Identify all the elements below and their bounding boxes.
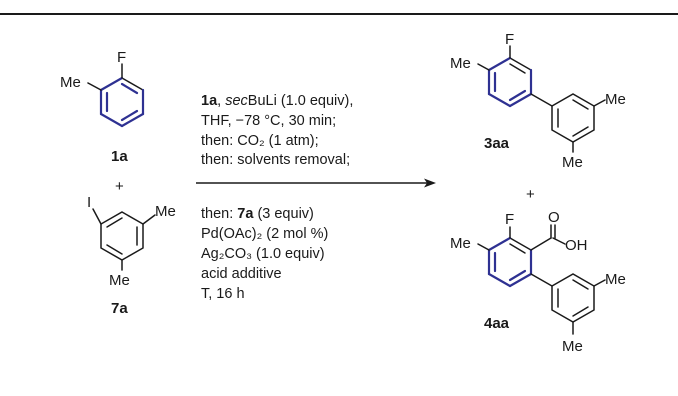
reaction-conditions: 1a, secBuLi (1.0 equiv), THF, −78 °C, 30… — [201, 93, 353, 302]
compound-3aa: F Me Me Me 3aa — [450, 31, 626, 171]
condition-line-4: then: solvents removal; — [201, 152, 350, 168]
iodo-label: I — [87, 194, 91, 211]
methyl-label: Me — [605, 271, 626, 288]
compound-label-3aa: 3aa — [484, 135, 510, 152]
methyl-label: Me — [562, 338, 583, 355]
methyl-label: Me — [60, 74, 81, 91]
plus-sign: + — [115, 178, 124, 195]
compound-4aa: F O OH Me Me Me 4aa — [450, 209, 626, 355]
compound-label-7a: 7a — [111, 300, 128, 317]
condition-line-8: acid additive — [201, 266, 282, 282]
methyl-label: Me — [450, 235, 471, 252]
condition-line-9: T, 16 h — [201, 286, 245, 302]
compound-7a: I Me Me 7a — [87, 194, 176, 317]
methyl-label: Me — [155, 203, 176, 220]
condition-line-1: 1a, secBuLi (1.0 equiv), — [201, 93, 353, 109]
condition-line-7: Ag₂CO₃ (1.0 equiv) — [201, 246, 325, 262]
compound-1a: F Me 1a — [60, 49, 145, 165]
hydroxyl-label: OH — [565, 237, 588, 254]
condition-line-2: THF, −78 °C, 30 min; — [201, 113, 336, 129]
plus-sign: + — [526, 186, 535, 203]
compound-label-4aa: 4aa — [484, 315, 510, 332]
fluoro-label: F — [505, 211, 514, 228]
reaction-arrow — [196, 178, 436, 188]
methyl-label: Me — [605, 91, 626, 108]
methyl-label: Me — [450, 55, 471, 72]
condition-line-5: then: 7a (3 equiv) — [201, 206, 314, 222]
condition-line-3: then: CO₂ (1 atm); — [201, 133, 319, 149]
methyl-label: Me — [562, 154, 583, 171]
fluoro-label: F — [117, 49, 126, 66]
compound-label-1a: 1a — [111, 148, 128, 165]
fluoro-label: F — [505, 31, 514, 48]
methyl-label: Me — [109, 272, 130, 289]
condition-line-6: Pd(OAc)₂ (2 mol %) — [201, 226, 328, 242]
carbonyl-oxygen-label: O — [548, 209, 560, 226]
